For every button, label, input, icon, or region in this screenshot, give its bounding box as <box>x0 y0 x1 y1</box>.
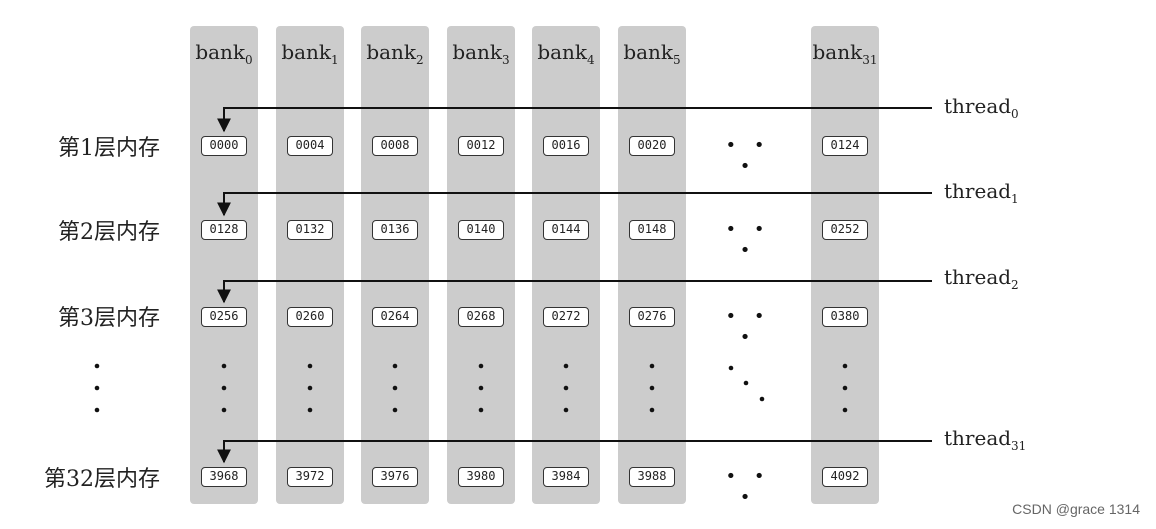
bank-header-0: bank0 <box>195 40 253 67</box>
bank-header-4: bank4 <box>537 40 595 67</box>
layer-label-3: 第3层内存 <box>58 306 160 331</box>
bank-column-3 <box>447 26 515 504</box>
memory-cell: 0144 <box>543 220 589 240</box>
bank-column-31 <box>811 26 879 504</box>
thread-label-1: thread1 <box>944 179 1019 206</box>
thread-31-arrow <box>217 440 932 464</box>
vertical-ellipsis-bank-2 <box>392 363 398 413</box>
memory-cell: 0256 <box>201 307 247 327</box>
memory-cell: 4092 <box>822 467 868 487</box>
diagonal-ellipsis <box>728 365 765 402</box>
memory-cell: 3976 <box>372 467 418 487</box>
vertical-ellipsis-bank-31 <box>842 363 848 413</box>
memory-cell: 0252 <box>822 220 868 240</box>
thread-2-arrow <box>217 280 932 304</box>
memory-cell: 0132 <box>287 220 333 240</box>
memory-cell: 3980 <box>458 467 504 487</box>
memory-cell: 0008 <box>372 136 418 156</box>
bank-column-1 <box>276 26 344 504</box>
vertical-ellipsis-bank-0 <box>221 363 227 413</box>
memory-cell: 0136 <box>372 220 418 240</box>
bank-column-2 <box>361 26 429 504</box>
memory-cell: 3968 <box>201 467 247 487</box>
watermark: CSDN @grace 1314 <box>1012 501 1140 517</box>
memory-cell: 0148 <box>629 220 675 240</box>
memory-cell: 0264 <box>372 307 418 327</box>
thread-1-arrow <box>217 192 932 217</box>
memory-cell: 0016 <box>543 136 589 156</box>
memory-cell: 0276 <box>629 307 675 327</box>
memory-cell: 0020 <box>629 136 675 156</box>
memory-cell: 0380 <box>822 307 868 327</box>
horizontal-ellipsis: • • • <box>725 219 771 261</box>
memory-cell: 0140 <box>458 220 504 240</box>
bank-column-5 <box>618 26 686 504</box>
thread-label-0: thread0 <box>944 94 1019 121</box>
bank-header-31: bank31 <box>812 40 878 67</box>
vertical-ellipsis-bank-5 <box>649 363 655 413</box>
bank-header-1: bank1 <box>281 40 339 67</box>
vertical-ellipsis-labels <box>94 363 100 413</box>
horizontal-ellipsis: • • • <box>725 306 771 348</box>
vertical-ellipsis-bank-3 <box>478 363 484 413</box>
horizontal-ellipsis: • • • <box>725 135 771 177</box>
memory-cell: 0124 <box>822 136 868 156</box>
bank-header-5: bank5 <box>623 40 681 67</box>
thread-0-arrow <box>217 107 932 133</box>
memory-cell: 0000 <box>201 136 247 156</box>
vertical-ellipsis-bank-1 <box>307 363 313 413</box>
layer-label-32: 第32层内存 <box>44 467 160 492</box>
horizontal-ellipsis: • • • <box>725 466 771 508</box>
memory-cell: 0268 <box>458 307 504 327</box>
bank-header-3: bank3 <box>452 40 510 67</box>
memory-cell: 0272 <box>543 307 589 327</box>
memory-cell: 0012 <box>458 136 504 156</box>
memory-cell: 0260 <box>287 307 333 327</box>
bank-column-4 <box>532 26 600 504</box>
memory-cell: 0004 <box>287 136 333 156</box>
memory-cell: 0128 <box>201 220 247 240</box>
thread-label-2: thread2 <box>944 265 1019 292</box>
memory-cell: 3972 <box>287 467 333 487</box>
thread-label-31: thread31 <box>944 426 1027 453</box>
layer-label-2: 第2层内存 <box>58 220 160 245</box>
layer-label-1: 第1层内存 <box>58 136 160 161</box>
memory-cell: 3984 <box>543 467 589 487</box>
bank-column-0 <box>190 26 258 504</box>
memory-cell: 3988 <box>629 467 675 487</box>
bank-header-2: bank2 <box>366 40 424 67</box>
vertical-ellipsis-bank-4 <box>563 363 569 413</box>
